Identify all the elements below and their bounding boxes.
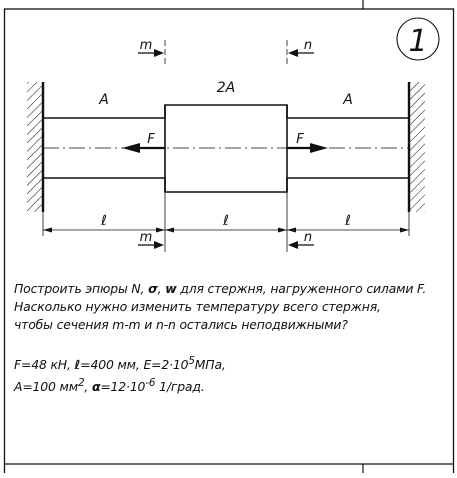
section-m-bottom-label: m <box>140 230 153 245</box>
given-text: 1/град. <box>155 379 205 395</box>
statement-line-3: чтобы сечения m-m и n-n остались неподви… <box>14 317 348 332</box>
dim-arrow-icon <box>287 227 296 233</box>
section-label-middle: 2A <box>217 80 235 96</box>
problem-statement: Построить эпюры N, σ, w для стержня, наг… <box>14 280 454 334</box>
e-exponent: 5 <box>188 355 195 367</box>
given-line-1: F=48 кН, ℓ=400 мм, E=2·105МПа, <box>14 352 454 374</box>
given-data: F=48 кН, ℓ=400 мм, E=2·105МПа, A=100 мм2… <box>14 352 454 396</box>
section-n-top-label: n <box>304 38 312 53</box>
given-text: МПа, <box>194 357 226 373</box>
alpha-exponent: -6 <box>145 377 156 390</box>
length-label-left: ℓ <box>100 213 107 229</box>
given-line-2: A=100 мм2, α=12·10-6 1/град. <box>14 374 454 396</box>
section-label-right: A <box>342 92 353 108</box>
ell-symbol: ℓ <box>74 357 81 373</box>
statement-text: , <box>157 281 166 296</box>
length-label-right: ℓ <box>344 213 351 229</box>
given-text: =400 мм, E=2·10 <box>80 357 189 373</box>
section-m-top-arrow-icon <box>154 49 164 57</box>
problem-number: 1 <box>408 24 427 59</box>
statement-text: для стержня, нагруженного силами F. <box>176 281 427 296</box>
frame-border <box>3 8 455 476</box>
bar-bottom-edge <box>43 177 409 193</box>
section-m-bottom-arrow-icon <box>154 241 164 249</box>
force-left-arrow-icon <box>122 143 140 153</box>
force-right-label: F <box>296 132 304 147</box>
left-wall-hatch <box>27 82 43 212</box>
bar-top-edge <box>43 104 409 119</box>
dim-arrow-icon <box>156 227 165 233</box>
given-text: F=48 кН, <box>14 357 75 373</box>
w-symbol: w <box>165 281 177 296</box>
statement-line-2: Насколько нужно изменить температуру все… <box>14 299 381 314</box>
force-left-label: F <box>147 132 155 147</box>
right-wall-hatch <box>409 82 425 212</box>
section-n-bottom-arrow-icon <box>288 241 298 249</box>
force-right-arrow-icon <box>310 143 328 153</box>
dim-arrow-icon <box>43 227 52 233</box>
given-text: A=100 мм <box>14 379 78 395</box>
alpha-symbol: α <box>91 379 101 395</box>
section-n-bottom-label: n <box>304 230 312 245</box>
section-label-left: A <box>98 92 109 108</box>
a-exponent: 2 <box>77 377 85 390</box>
given-text: =12·10 <box>100 379 146 395</box>
dim-arrow-icon <box>400 227 409 233</box>
statement-text: Построить эпюры N, <box>14 281 149 296</box>
statement-line-1: Построить эпюры N, σ, w для стержня, наг… <box>14 280 454 298</box>
sigma-symbol: σ <box>148 281 158 296</box>
dim-arrow-icon <box>278 227 287 233</box>
problem-number-circle <box>396 17 440 61</box>
given-text: , <box>84 379 92 395</box>
section-m-top-label: m <box>140 38 153 53</box>
section-n-top-arrow-icon <box>288 49 298 57</box>
dim-arrow-icon <box>165 227 174 233</box>
length-label-middle: ℓ <box>222 213 229 229</box>
